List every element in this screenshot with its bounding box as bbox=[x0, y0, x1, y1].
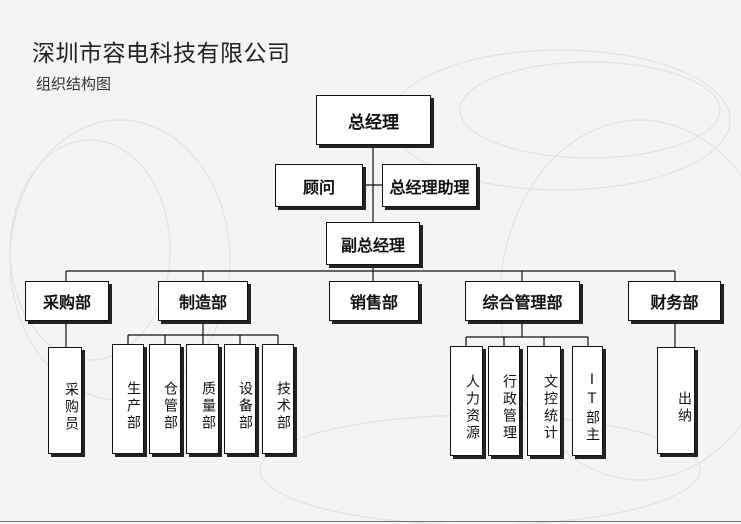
node-sub-cashier: 出纳 bbox=[657, 347, 695, 454]
footer-divider bbox=[0, 521, 741, 522]
node-sub-equipment: 设备部 bbox=[224, 344, 256, 454]
background-swirls bbox=[9, 49, 741, 524]
node-sub-document-control: 文控统计 bbox=[527, 346, 561, 456]
node-sub-quality: 质量部 bbox=[186, 344, 219, 454]
node-sub-administration: 行政管理 bbox=[488, 346, 520, 456]
chart-subtitle: 组织结构图 bbox=[36, 75, 112, 93]
node-gm-assistant: 总经理助理 bbox=[382, 164, 477, 207]
node-sub-it: IT部主 bbox=[572, 346, 603, 456]
node-sub-production: 生产部 bbox=[112, 344, 144, 454]
node-advisor: 顾问 bbox=[275, 164, 363, 207]
node-sub-hr: 人力资源 bbox=[450, 346, 483, 456]
node-sub-warehouse: 仓管部 bbox=[149, 344, 181, 454]
company-name: 深圳市容电科技有限公司 bbox=[32, 41, 291, 67]
node-dept-sales: 销售部 bbox=[329, 281, 419, 321]
node-dept-manufacturing: 制造部 bbox=[158, 281, 248, 321]
node-deputy-gm: 副总经理 bbox=[326, 222, 420, 265]
node-dept-finance: 财务部 bbox=[628, 281, 721, 321]
node-dept-general-admin: 综合管理部 bbox=[465, 281, 580, 321]
node-general-manager: 总经理 bbox=[316, 95, 431, 145]
node-sub-technology: 技术部 bbox=[262, 344, 294, 454]
node-sub-purchaser: 采购员 bbox=[48, 347, 82, 454]
node-dept-procurement: 采购部 bbox=[25, 281, 109, 321]
